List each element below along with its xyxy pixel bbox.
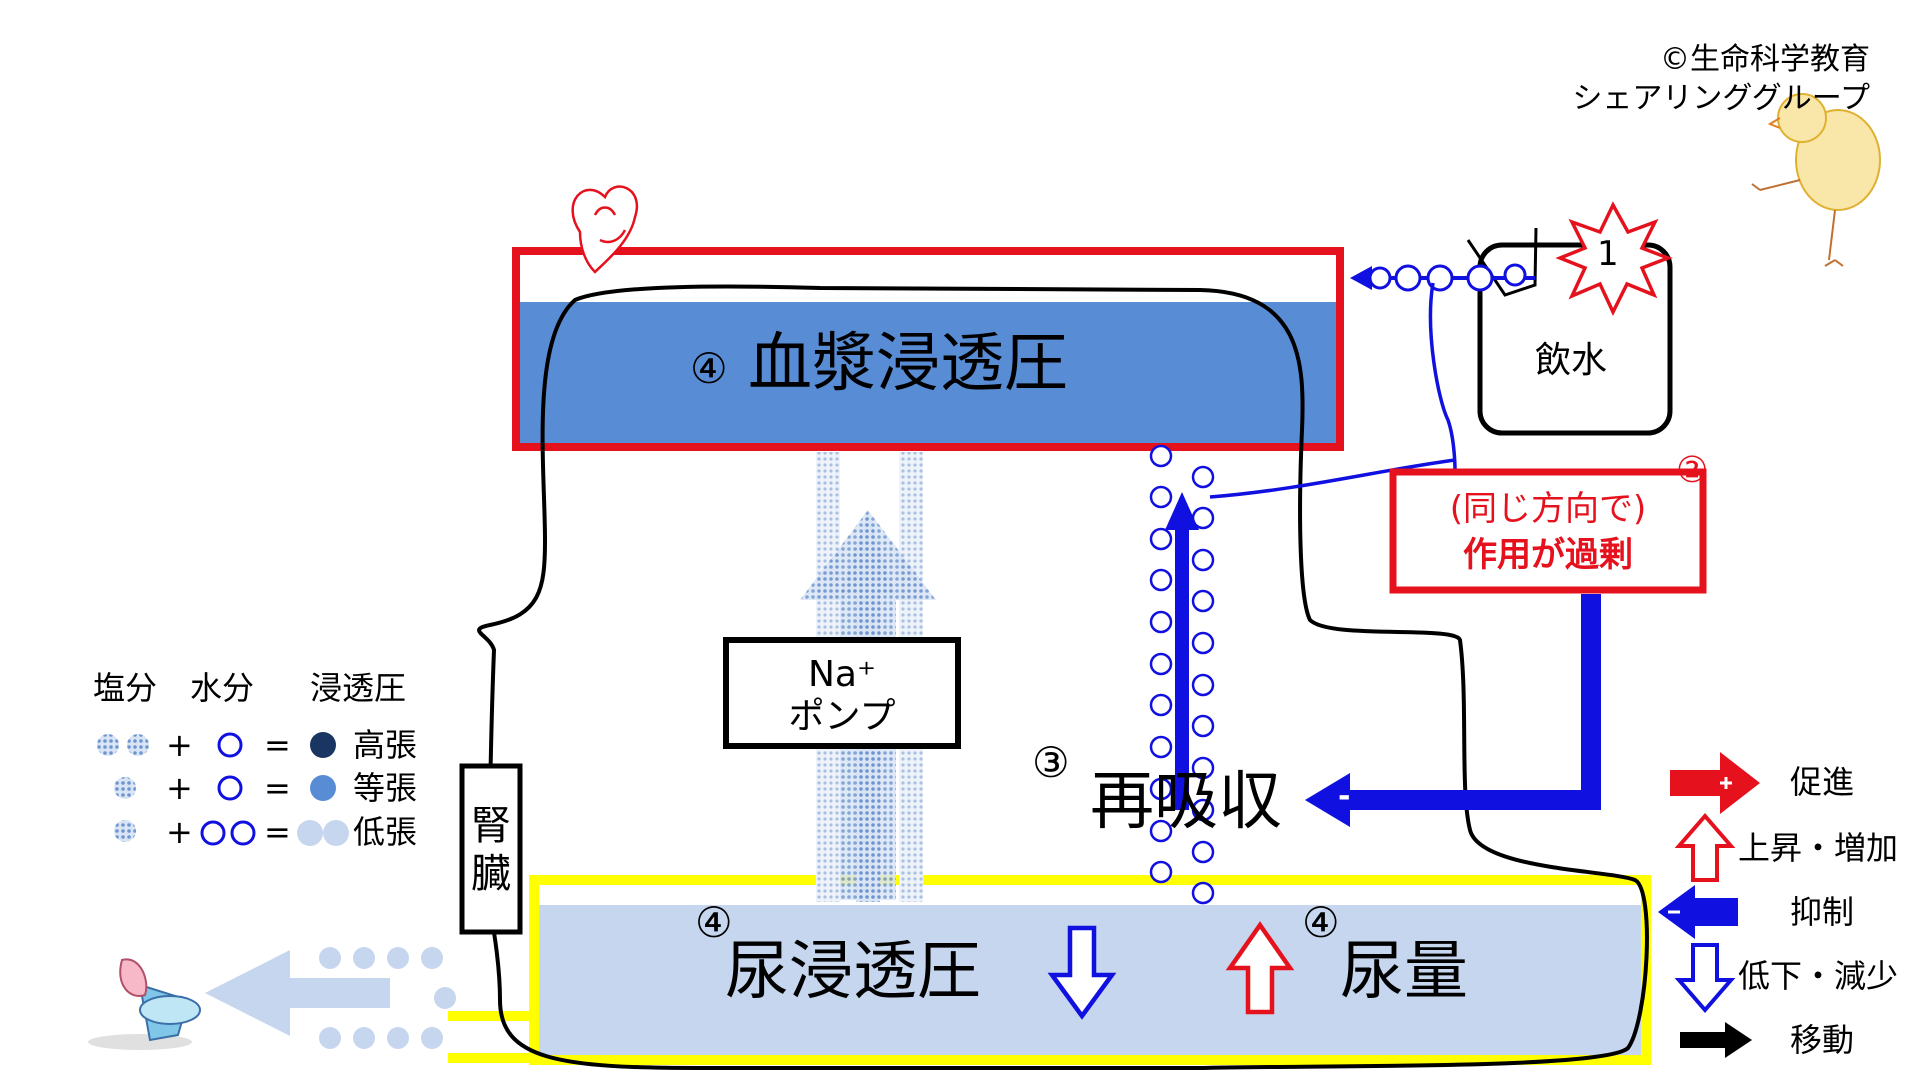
drinking-label: 飲水 xyxy=(1535,340,1608,381)
na-pump-line2: ポンプ xyxy=(788,696,896,737)
plasma-number: ④ xyxy=(690,344,728,393)
plasma-box xyxy=(512,247,1344,451)
explosion-icon xyxy=(1555,201,1673,317)
legend-water-header: 水分 xyxy=(190,669,255,707)
legend-row2-label: 等張 xyxy=(353,769,418,807)
kidney-line2: 臓 xyxy=(471,851,511,897)
urine-osm-label: 尿浸透圧 xyxy=(725,935,981,1009)
plasma-label: 血漿浸透圧 xyxy=(748,327,1068,401)
suppress-minus: - xyxy=(1338,779,1351,814)
key-icons xyxy=(1658,752,1760,1058)
move-arrow-icon xyxy=(1680,1022,1752,1058)
drink-water-circles xyxy=(1368,263,1527,292)
signal-line-cup xyxy=(1428,282,1457,471)
legend-icons xyxy=(97,732,349,846)
legend-row2-plus: + xyxy=(166,769,193,807)
water-circles xyxy=(1149,444,1215,905)
fall-arrow-icon xyxy=(1674,943,1736,1014)
legend-row1-eq: = xyxy=(264,726,291,764)
urine-vol-number: ④ xyxy=(1302,898,1340,947)
urine-osm-down-arrow xyxy=(1047,925,1117,1020)
key-rise: 上昇・増加 xyxy=(1738,829,1899,867)
urine-vol-up-arrow xyxy=(1225,921,1295,1015)
legend-osm-header: 浸透圧 xyxy=(310,669,407,707)
kidney-line1: 腎 xyxy=(471,803,511,849)
na-pump-line1: Na⁺ xyxy=(808,654,876,695)
excess-line1: (同じ方向で) xyxy=(1449,489,1647,529)
reabsorb-arrow-head xyxy=(1165,492,1199,530)
suppress-arrow-icon xyxy=(1658,885,1738,939)
key-suppress: 抑制 xyxy=(1790,893,1855,931)
chick-illustration xyxy=(1751,93,1881,267)
rise-arrow-icon xyxy=(1674,812,1736,882)
key-fall: 低下・減少 xyxy=(1738,957,1899,995)
excess-line2: 作用が過剰 xyxy=(1463,535,1633,575)
nephron-outline xyxy=(477,284,1649,1070)
legend-salt-header: 塩分 xyxy=(93,669,158,707)
legend-row1-plus: + xyxy=(166,726,193,764)
reabsorb-label: 再吸収 xyxy=(1090,765,1282,839)
reabsorb-number: ③ xyxy=(1032,738,1070,787)
legend-row2-eq: = xyxy=(264,769,291,807)
urine-vol-label: 尿量 xyxy=(1340,935,1468,1009)
excretion-dots xyxy=(319,947,456,1049)
na-pump-box xyxy=(723,637,961,749)
drink-flow-arrowhead xyxy=(1350,266,1372,290)
kidney-box xyxy=(459,763,523,935)
excretion-arrow xyxy=(205,950,390,1036)
suppress-arrow-head xyxy=(1305,773,1350,827)
suppress-arrow-line xyxy=(1350,594,1601,810)
legend-row3-plus: + xyxy=(166,813,193,851)
signal-line-water xyxy=(1209,458,1456,499)
circle-2: ② xyxy=(1676,450,1709,491)
legend-row1-label: 高張 xyxy=(353,726,418,764)
plasma-fill xyxy=(516,302,1340,446)
urine-osm-number: ④ xyxy=(695,898,733,947)
key-move: 移動 xyxy=(1790,1021,1855,1059)
reabsorb-arrow-shaft xyxy=(1175,520,1189,810)
promote-arrow-icon xyxy=(1670,752,1760,814)
explosion-number: 1 xyxy=(1597,234,1619,274)
copyright: ©生命科学教育 シェアリンググループ xyxy=(1572,42,1870,116)
legend-row3-label: 低張 xyxy=(353,813,418,851)
excess-box xyxy=(1389,468,1707,594)
heart-icon xyxy=(571,185,639,274)
key-promote: 促進 xyxy=(1790,763,1855,801)
toilet-icon xyxy=(88,958,201,1050)
legend-row3-eq: = xyxy=(264,813,291,851)
